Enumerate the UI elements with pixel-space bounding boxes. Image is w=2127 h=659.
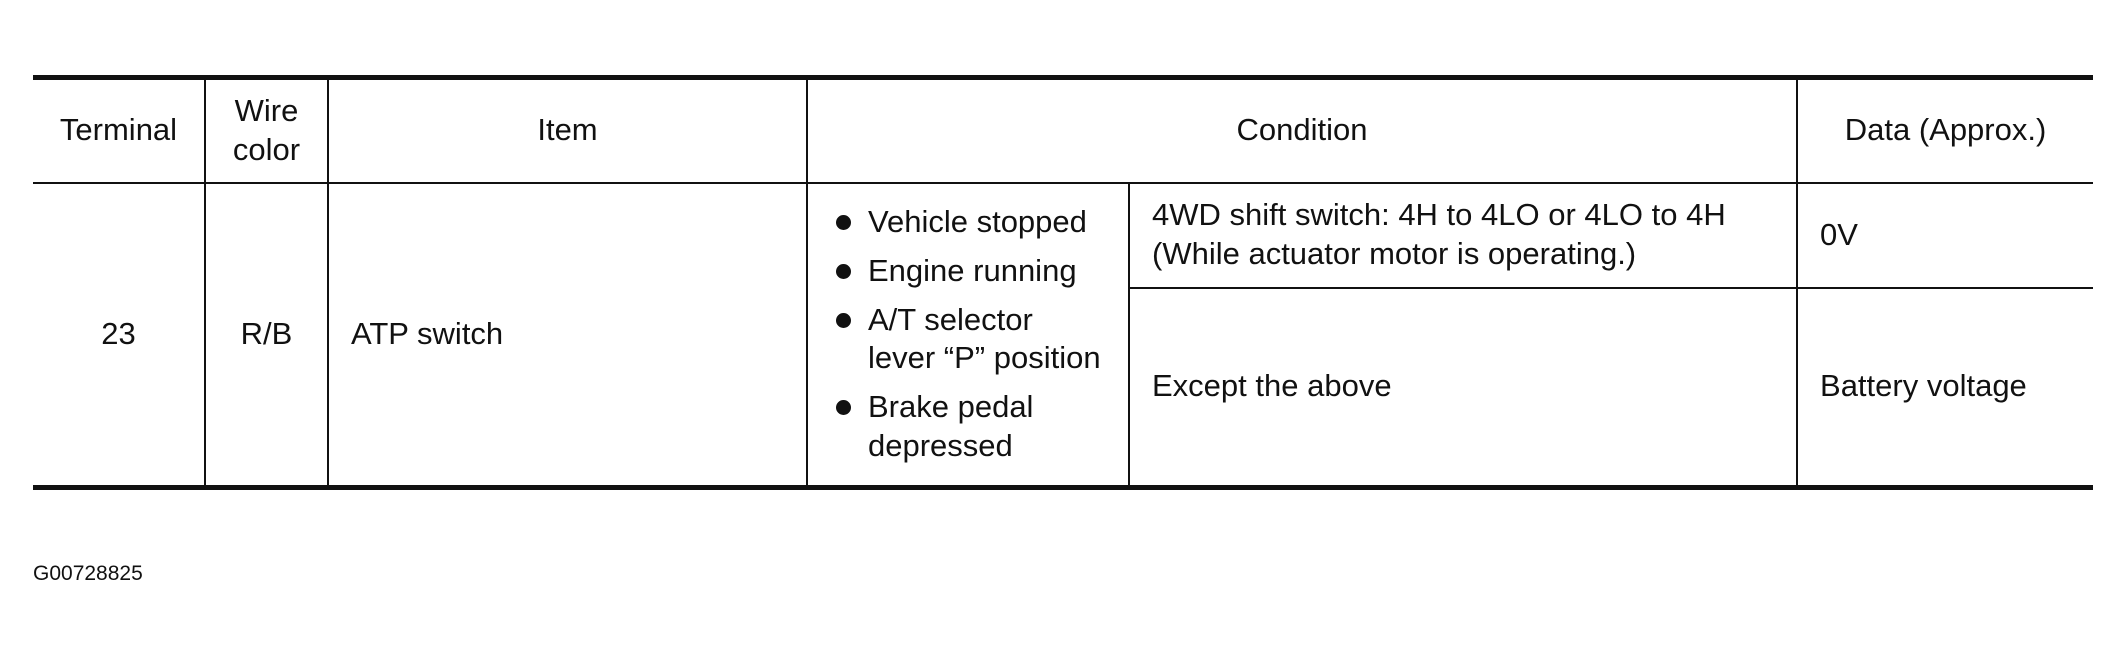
header-terminal: Terminal xyxy=(33,75,205,184)
bullet-icon xyxy=(836,215,851,230)
case-condition-line2: (While actuator motor is operating.) xyxy=(1152,236,1637,271)
condition-text: A/T selector lever “P” position xyxy=(868,301,1101,376)
cell-case-data: 0V xyxy=(1796,182,2094,289)
condition-text: Engine running xyxy=(868,252,1077,288)
document-code: G00728825 xyxy=(33,562,143,585)
cell-case-condition: Except the above xyxy=(1127,287,1798,490)
table-header-row: Terminal Wire color Item Condition Data … xyxy=(33,75,2094,184)
cell-case-data: Battery voltage xyxy=(1796,287,2094,490)
cell-wire-color: R/B xyxy=(204,182,328,490)
list-item: Engine running xyxy=(830,252,1106,291)
list-item: Brake pedal depressed xyxy=(830,388,1106,466)
cell-item: ATP switch xyxy=(327,182,807,490)
list-item: Vehicle stopped xyxy=(830,203,1106,242)
conditions-list: Vehicle stopped Engine running A/T selec… xyxy=(830,203,1106,466)
header-data: Data (Approx.) xyxy=(1796,75,2094,184)
condition-text: Vehicle stopped xyxy=(868,204,1087,239)
condition-text: Brake pedal depressed xyxy=(868,389,1034,463)
table-row: 23 R/B ATP switch Vehicle stopped Engine… xyxy=(33,182,2094,490)
cell-conditions: Vehicle stopped Engine running A/T selec… xyxy=(806,182,1129,490)
cell-terminal: 23 xyxy=(33,182,205,490)
terminal-spec-table: Terminal Wire color Item Condition Data … xyxy=(33,75,2094,490)
header-item: Item xyxy=(327,75,807,184)
bullet-icon xyxy=(836,400,851,415)
terminal-spec-sheet: Terminal Wire color Item Condition Data … xyxy=(33,75,2094,490)
header-condition: Condition xyxy=(805,75,1798,184)
case-condition-line1: 4WD shift switch: 4H to 4LO or 4LO to 4H xyxy=(1152,197,1726,233)
bullet-icon xyxy=(836,263,851,279)
header-wire-color: Wire color xyxy=(204,75,328,184)
header-wire-color-line2: color xyxy=(232,131,301,167)
header-wire-color-line1: Wire xyxy=(234,93,299,128)
cell-case-condition: 4WD shift switch: 4H to 4LO or 4LO to 4H… xyxy=(1127,182,1798,289)
bullet-icon xyxy=(836,312,851,328)
list-item: A/T selector lever “P” position xyxy=(830,301,1106,379)
table-row: Except the above Battery voltage xyxy=(33,287,2094,490)
